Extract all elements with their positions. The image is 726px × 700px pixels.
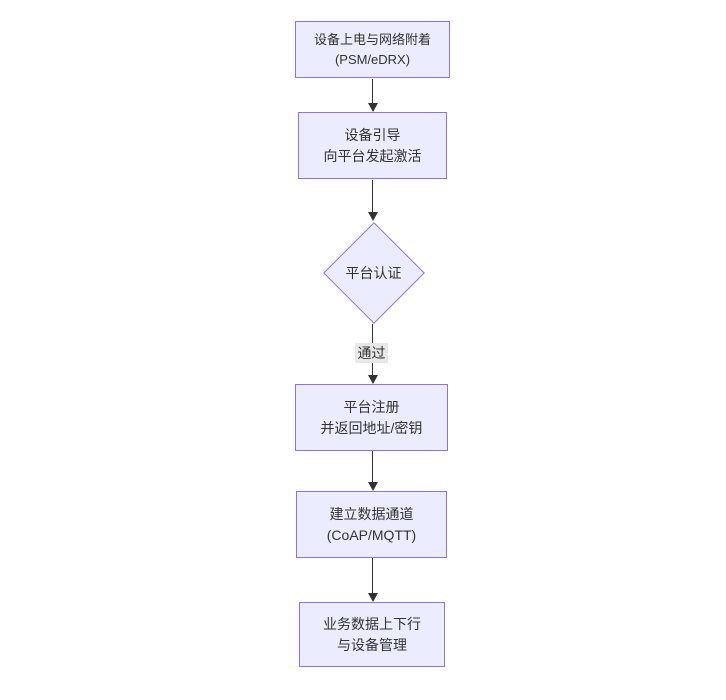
edge-line (372, 79, 373, 104)
edge-line (372, 451, 373, 483)
arrowhead-down-icon (367, 212, 378, 221)
edge-line (372, 180, 373, 213)
edge-line (372, 558, 373, 594)
flow-node-bootstrap: 设备引导 向平台发起激活 (298, 112, 447, 179)
flow-node-register: 平台注册 并返回地址/密钥 (295, 384, 448, 451)
node-text-line: 与设备管理 (337, 636, 407, 653)
node-text-line: 设备上电与网络附着 (313, 31, 431, 47)
arrowhead-down-icon (367, 375, 378, 384)
flow-node-business-data: 业务数据上下行 与设备管理 (299, 602, 445, 667)
node-text-line: 建立数据通道 (329, 505, 414, 522)
flow-node-platform-auth: 平台认证 (322, 221, 425, 324)
node-text-line: 平台注册 (343, 398, 400, 415)
arrowhead-down-icon (367, 593, 378, 602)
flow-node-power-attach: 设备上电与网络附着 (PSM/eDRX) (295, 21, 450, 78)
node-text-line: 平台认证 (345, 264, 402, 281)
node-text-line: (CoAP/MQTT) (326, 526, 417, 543)
node-text-line: 设备引导 (344, 126, 401, 143)
node-text-line: 向平台发起激活 (323, 147, 422, 164)
node-text-line: 业务数据上下行 (323, 615, 421, 632)
edge-label-pass: 通过 (355, 343, 388, 363)
flow-node-data-channel: 建立数据通道 (CoAP/MQTT) (296, 491, 447, 558)
node-text-line: 并返回地址/密钥 (320, 419, 423, 436)
arrowhead-down-icon (367, 103, 378, 112)
node-text-line: (PSM/eDRX) (334, 51, 411, 67)
arrowhead-down-icon (367, 482, 378, 491)
